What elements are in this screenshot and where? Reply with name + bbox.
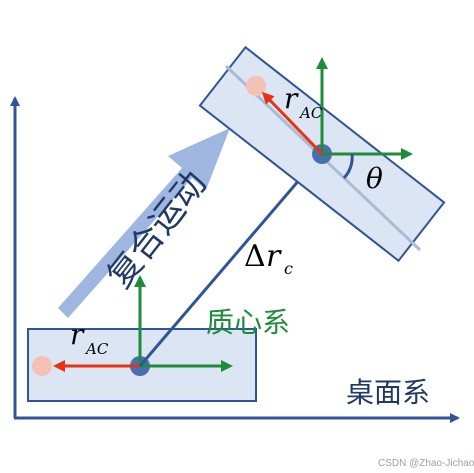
motion-label: 复合运动 <box>100 164 215 296</box>
bottom-r-ac-subscript: AC <box>84 340 109 358</box>
center-of-mass-frame-label: 质心系 <box>206 306 290 339</box>
top-object <box>198 45 446 263</box>
bottom-pink-dot <box>32 356 52 376</box>
theta-arc <box>342 153 354 180</box>
delta-rc-vector <box>138 155 320 367</box>
table-frame-axes <box>10 96 460 423</box>
composite-motion-arrow <box>58 128 230 318</box>
theta-label: θ <box>366 162 383 195</box>
delta-label: Δ <box>244 239 266 274</box>
top-r-ac-subscript: AC <box>298 104 323 122</box>
bottom-r-ac-label: r <box>70 318 85 351</box>
bottom-object <box>27 275 257 402</box>
delta-r-subscript: c <box>284 259 293 278</box>
delta-r-symbol: r <box>266 239 282 274</box>
top-pink-dot <box>246 76 266 96</box>
top-r-ac-arrow <box>261 91 324 156</box>
watermark: CSDN @Zhao-Jichao <box>378 458 474 469</box>
top-r-ac-label: r <box>284 82 299 115</box>
table-frame-label: 桌面系 <box>346 376 430 409</box>
